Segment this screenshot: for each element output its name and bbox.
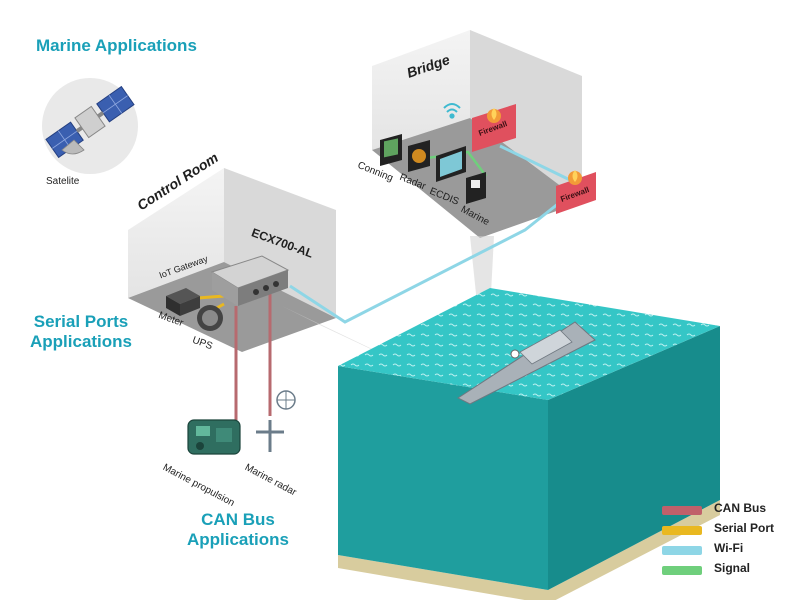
ship-icon	[456, 321, 596, 405]
legend-swatch-can-bus	[662, 506, 702, 515]
firewall-icon-2	[556, 170, 596, 214]
legend-swatch-serial-port	[662, 526, 702, 535]
can-bus-title: CAN Bus Applications	[186, 510, 290, 550]
serial-ports-title: Serial Ports Applications	[30, 312, 132, 352]
meter-icon	[166, 288, 200, 316]
iot-gateway-icon	[210, 255, 290, 306]
satellite-label: Satelite	[46, 176, 80, 187]
legend-item-can-bus: CAN Bus	[662, 500, 792, 520]
can-bus-title-line1: CAN Bus	[201, 510, 275, 529]
firewall-icon	[472, 104, 516, 152]
ocean-block	[338, 288, 720, 600]
legend-swatch-signal	[662, 566, 702, 575]
satellite-icon	[42, 78, 138, 174]
legend-item-signal: Signal	[662, 560, 792, 580]
legend: CAN Bus Serial Port Wi-Fi Signal	[662, 500, 792, 580]
ups-icon	[197, 305, 223, 331]
legend-item-wifi: Wi-Fi	[662, 540, 792, 560]
legend-label-wifi: Wi-Fi	[714, 541, 744, 555]
legend-swatch-wifi	[662, 546, 702, 555]
can-bus-title-line2: Applications	[186, 530, 289, 549]
radar-monitor-icon	[408, 140, 430, 172]
legend-label-can-bus: CAN Bus	[714, 501, 767, 515]
legend-item-serial-port: Serial Port	[662, 520, 792, 540]
legend-label-signal: Signal	[714, 561, 751, 575]
ecdis-monitor-icon	[436, 146, 466, 182]
conning-monitor-icon	[380, 134, 402, 166]
marine-applications-title: Marine Applications	[36, 36, 197, 55]
marine-propulsion-icon	[187, 419, 241, 455]
legend-label-serial-port: Serial Port	[714, 521, 775, 535]
canbus-links	[234, 294, 272, 420]
serial-ports-title-line2: Applications	[30, 332, 133, 351]
marine-monitor-icon	[466, 172, 486, 204]
wifi-icon	[443, 103, 461, 119]
wifi-links	[289, 144, 579, 324]
serial-ports-title-line1: Serial Ports	[33, 312, 129, 331]
marine-radar-icon	[256, 390, 296, 452]
